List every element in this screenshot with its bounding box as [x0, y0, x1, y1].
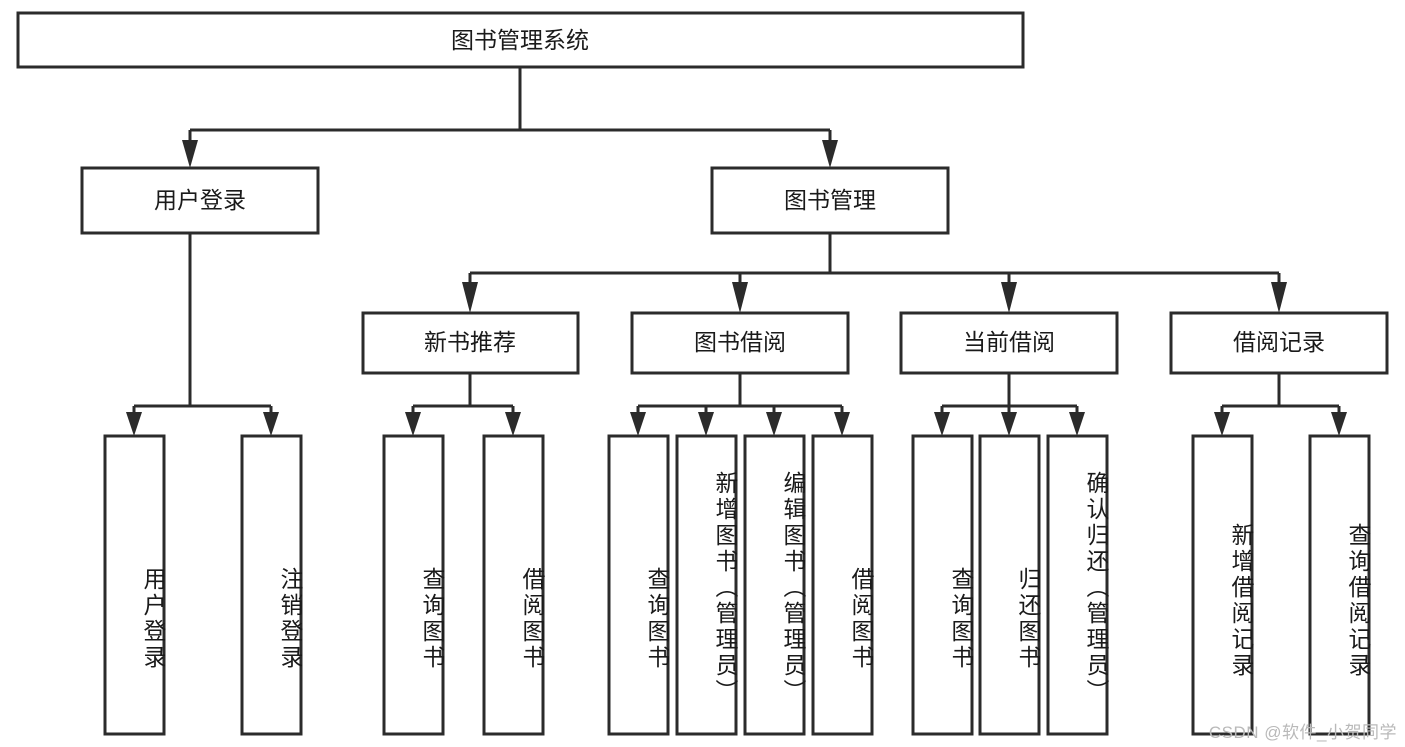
node-book-management-label: 图书管理	[784, 187, 876, 213]
node-leaf-newbook-query[interactable]	[382, 434, 445, 736]
arrow-head-leaf-user-login-2	[263, 412, 279, 436]
node-current-borrow-label: 当前借阅	[963, 329, 1055, 355]
arrow-head-user-login	[182, 140, 198, 168]
node-leaf-bookborrow-query[interactable]	[607, 434, 670, 736]
node-leaf-bookborrow-borrow[interactable]	[811, 434, 874, 736]
arrow-head-current-borrow	[1001, 282, 1017, 313]
node-leaf-user-login-logout[interactable]	[240, 434, 303, 736]
nodes-group: 图书管理系统 用户登录 图书管理 新书推荐 图书借阅 当前借阅 借阅记录	[16, 11, 1389, 736]
node-current-borrow[interactable]	[899, 311, 1119, 375]
arrow-head-leaf-bookborrow-2	[698, 412, 714, 436]
node-leaf-newbook-borrow[interactable]	[482, 434, 545, 736]
arrow-head-leaf-newbook-1	[405, 412, 421, 436]
arrow-head-leaf-bookborrow-4	[834, 412, 850, 436]
node-book-management[interactable]	[710, 166, 950, 235]
arrow-head-leaf-bookborrow-3	[766, 412, 782, 436]
node-book-borrow-label: 图书借阅	[694, 329, 786, 355]
arrow-head-leaf-user-login-1	[126, 412, 142, 436]
arrow-head-leaf-bookborrow-1	[630, 412, 646, 436]
node-new-book-recommend-label: 新书推荐	[424, 329, 516, 355]
connectors-group	[126, 67, 1347, 436]
arrow-head-book-mgmt	[822, 140, 838, 168]
node-root-label: 图书管理系统	[451, 27, 589, 53]
arrow-head-leaf-currentborrow-1	[934, 412, 950, 436]
csdn-watermark: CSDN @软件_小贺同学	[1208, 723, 1397, 742]
node-leaf-bookborrow-edit[interactable]	[743, 434, 806, 736]
arrow-head-leaf-currentborrow-2	[1001, 412, 1017, 436]
arrow-head-leaf-borrowrecord-1	[1214, 412, 1230, 436]
arrow-head-borrow-record	[1271, 282, 1287, 313]
node-leaf-currentborrow-confirm[interactable]	[1046, 434, 1109, 736]
arrow-head-leaf-currentborrow-3	[1069, 412, 1085, 436]
node-leaf-bookborrow-add[interactable]	[675, 434, 738, 736]
node-user-login-label: 用户登录	[154, 187, 246, 213]
node-user-login[interactable]	[80, 166, 320, 235]
node-new-book-recommend[interactable]	[361, 311, 580, 375]
node-borrow-record[interactable]	[1169, 311, 1389, 375]
arrow-head-book-borrow	[732, 282, 748, 313]
node-book-borrow[interactable]	[630, 311, 850, 375]
node-leaf-borrowrecord-query[interactable]	[1308, 434, 1371, 736]
node-borrow-record-label: 借阅记录	[1233, 329, 1325, 355]
arrow-head-new-book	[462, 282, 478, 313]
arrow-head-leaf-borrowrecord-2	[1331, 412, 1347, 436]
node-leaf-user-login-login[interactable]	[103, 434, 166, 736]
node-leaf-currentborrow-return[interactable]	[978, 434, 1041, 736]
node-root-book-management-system[interactable]	[16, 11, 1025, 69]
arrow-head-leaf-newbook-2	[505, 412, 521, 436]
node-leaf-currentborrow-query[interactable]	[911, 434, 974, 736]
node-leaf-borrowrecord-add[interactable]	[1191, 434, 1254, 736]
